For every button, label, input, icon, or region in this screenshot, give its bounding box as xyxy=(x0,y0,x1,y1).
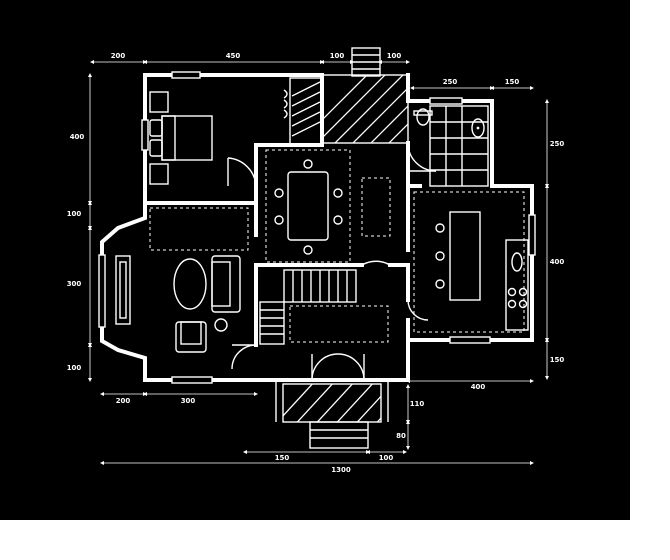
staircase xyxy=(259,269,389,345)
dim-left-3: 300 xyxy=(67,280,82,288)
dim-right-2: 400 xyxy=(550,258,565,266)
kitchen xyxy=(361,191,529,333)
dim-top-2: 450 xyxy=(226,52,241,60)
closet xyxy=(283,77,323,145)
entrance xyxy=(275,353,389,449)
dim-bottom-left-2: 300 xyxy=(181,397,196,405)
dim-top-right-1: 250 xyxy=(443,78,458,86)
window-bedroom-top xyxy=(171,71,201,79)
nightstand xyxy=(149,163,169,185)
stove-burner-icon xyxy=(518,287,528,297)
dining-table xyxy=(287,171,329,241)
living-room xyxy=(115,207,257,370)
bathroom xyxy=(407,105,489,187)
entrance-steps xyxy=(309,421,369,449)
dim-right-1: 250 xyxy=(550,140,565,148)
dim-porch-width-2: 100 xyxy=(379,454,394,462)
dim-bottom-right: 400 xyxy=(471,383,486,391)
dim-left-2: 100 xyxy=(67,210,82,218)
dim-steps-depth: 80 xyxy=(396,432,406,440)
dim-porch-depth: 110 xyxy=(410,400,425,408)
dimensions xyxy=(88,60,549,465)
window-kitchen-bottom xyxy=(449,336,491,344)
kitchen-island xyxy=(449,211,481,301)
dim-bottom-left-1: 200 xyxy=(116,397,131,405)
pillow-icon xyxy=(149,119,163,137)
dim-left-1: 400 xyxy=(70,133,85,141)
dim-top-right-2: 150 xyxy=(505,78,520,86)
dim-top-3: 100 xyxy=(330,52,345,60)
dim-top-4: 100 xyxy=(387,52,402,60)
window-bedroom-left xyxy=(141,119,149,151)
window-living-bottom xyxy=(171,376,213,384)
dim-porch-width-1: 150 xyxy=(275,454,290,462)
dim-total-width: 1300 xyxy=(331,466,351,474)
sink-icon xyxy=(471,118,485,138)
pillow-icon xyxy=(149,139,163,157)
dining-room xyxy=(227,149,391,263)
counter xyxy=(505,239,529,331)
dim-right-3: 150 xyxy=(550,356,565,364)
window-bay-left xyxy=(98,254,106,328)
hall-console xyxy=(289,305,389,343)
sideboard xyxy=(361,177,391,237)
side-table xyxy=(214,318,228,332)
window-kitchen-right xyxy=(528,214,536,256)
coffee-table xyxy=(173,258,207,310)
windows xyxy=(98,71,536,384)
tv-unit xyxy=(115,255,131,325)
stove-burner-icon xyxy=(518,299,528,309)
bedroom xyxy=(149,91,213,185)
dim-left-4: 100 xyxy=(67,364,82,372)
toilet-icon xyxy=(416,108,430,126)
dim-top-1: 200 xyxy=(111,52,126,60)
stove-burner-icon xyxy=(507,299,517,309)
nightstand xyxy=(149,91,169,113)
window-bath-top xyxy=(429,97,463,105)
stove-burner-icon xyxy=(507,287,517,297)
dimension-labels: 200 450 100 100 250 150 400 100 300 100 … xyxy=(67,52,565,474)
kitchen-sink-icon xyxy=(511,252,523,272)
